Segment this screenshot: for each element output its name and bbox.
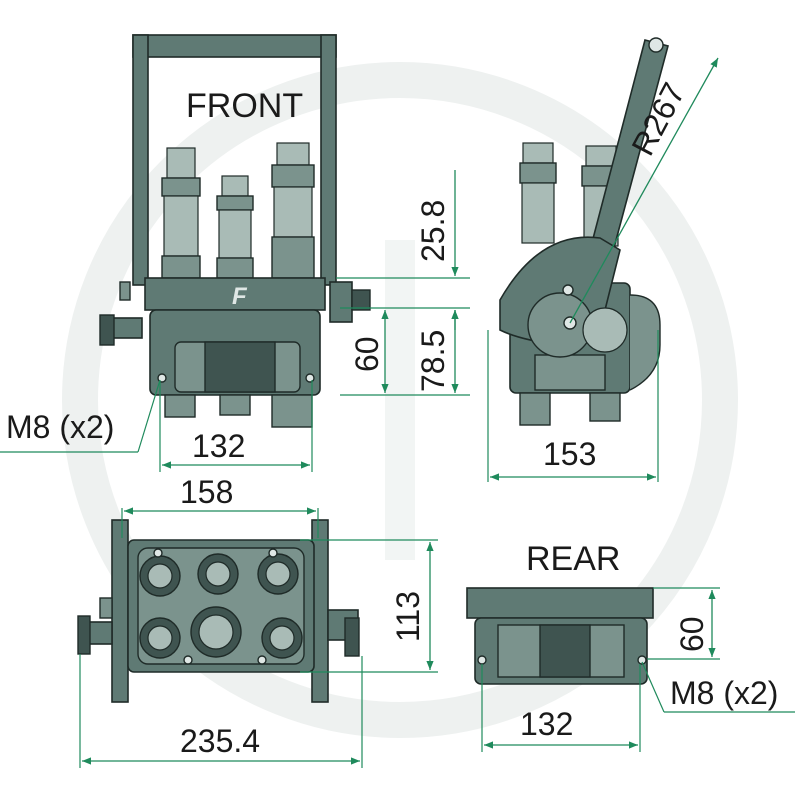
lever-pivot-top	[648, 37, 664, 53]
dim-top-113: 113	[390, 591, 426, 642]
front-logo-letter: F	[232, 283, 248, 310]
dim-front-60: 60	[349, 336, 385, 372]
top-port-3	[257, 553, 299, 595]
top-port-6	[261, 617, 303, 659]
dim-rear-60: 60	[674, 616, 710, 652]
front-frame-left	[132, 34, 149, 286]
front-connector-2	[216, 175, 254, 279]
front-view-label: FRONT	[186, 87, 303, 125]
rear-mount-hole-right	[637, 655, 647, 665]
dim-top-235-4: 235.4	[180, 723, 260, 759]
front-top-plate	[144, 277, 326, 311]
rear-mount-hole-left	[477, 655, 487, 665]
rear-mount-note: M8 (x2)	[670, 675, 778, 711]
front-mount-hole-right	[305, 373, 315, 383]
dim-front-25-8: 25.8	[415, 200, 451, 262]
dim-rear-132: 132	[520, 706, 573, 742]
top-view	[77, 519, 360, 703]
top-port-4	[139, 617, 181, 659]
rear-top-plate	[466, 587, 654, 619]
dim-front-132: 132	[192, 428, 245, 464]
front-frame-right	[320, 34, 337, 286]
front-view: F FRONT	[99, 34, 371, 428]
dim-front-78-5: 78.5	[415, 330, 451, 392]
top-dimensions: 158 113 235.4	[79, 474, 438, 768]
watermark-logo	[62, 62, 738, 738]
front-dimensions: 25.8 60 78.5 132 M8 (x2)	[0, 170, 470, 472]
top-port-1	[139, 555, 181, 597]
front-mount-note: M8 (x2)	[6, 409, 114, 445]
side-view	[499, 37, 669, 426]
rear-dimensions: 60 132 M8 (x2)	[481, 587, 795, 752]
dim-top-158: 158	[180, 474, 233, 510]
dim-side-153: 153	[543, 436, 596, 472]
front-connector-3	[271, 142, 315, 279]
top-port-2	[197, 553, 239, 595]
front-connector-1	[161, 147, 201, 279]
rear-view: REAR	[466, 540, 654, 685]
rear-view-label: REAR	[526, 540, 620, 578]
front-frame-top	[132, 34, 337, 58]
top-port-5	[190, 606, 242, 658]
